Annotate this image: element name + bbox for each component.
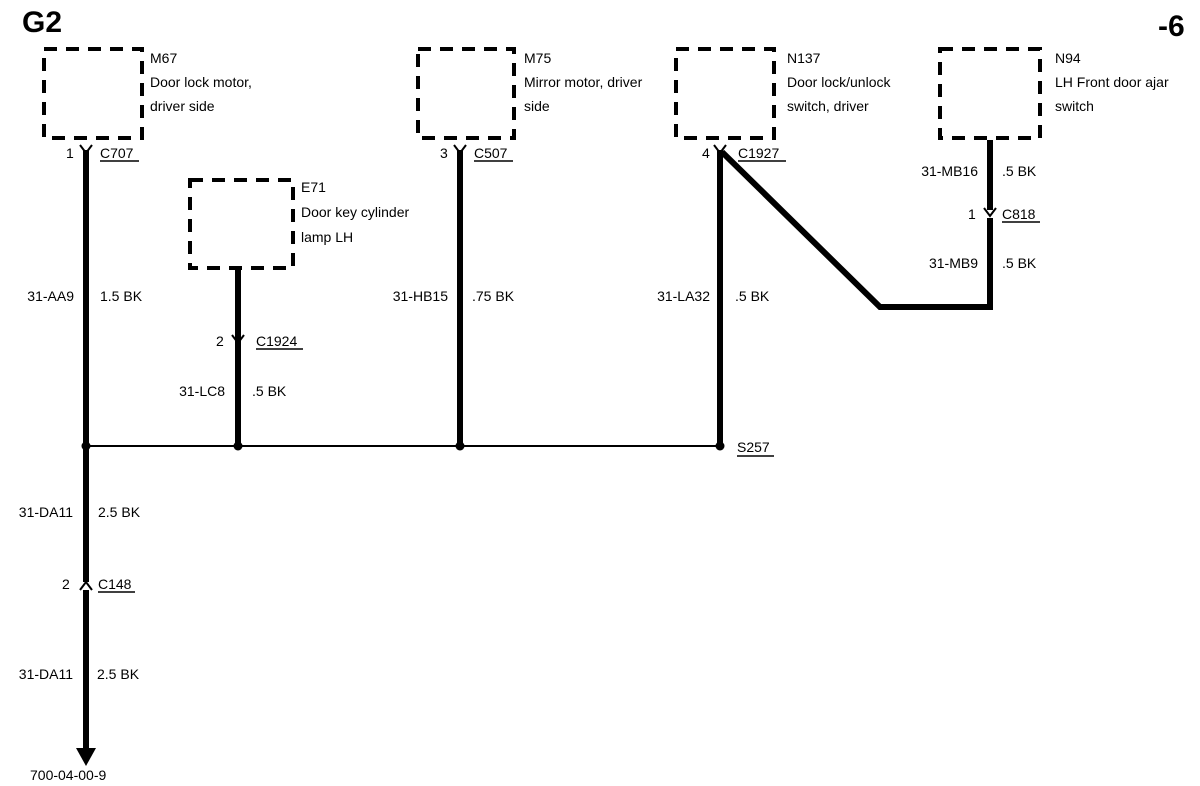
ground-arrow-icon <box>76 748 96 766</box>
m75-component-box <box>416 47 516 140</box>
n137-component-box <box>674 47 776 140</box>
c507-pin: 3 <box>440 145 448 161</box>
wire-la32-size: .5 BK <box>735 288 770 304</box>
wire-aa9-size: 1.5 BK <box>100 288 143 304</box>
e71-component-box <box>188 178 295 270</box>
wire-da11-upper-size: 2.5 BK <box>98 504 141 520</box>
wire-aa9-circuit: 31-AA9 <box>27 288 74 304</box>
wire-la32-circuit: 31-LA32 <box>657 288 710 304</box>
c1924-name: C1924 <box>256 333 297 349</box>
n94-id: N94 <box>1055 50 1081 66</box>
m67-component-box <box>42 47 144 140</box>
m67-desc-line1: Door lock motor, <box>150 74 252 90</box>
ground-id: G2 <box>22 6 62 39</box>
c148-pin: 2 <box>62 576 70 592</box>
n94-desc-line2: switch <box>1055 98 1094 114</box>
e71-desc-line2: lamp LH <box>301 229 353 245</box>
n94-desc-line1: LH Front door ajar <box>1055 74 1169 90</box>
figure-reference: 700-04-00-9 <box>30 767 106 783</box>
wire-31-mb9 <box>719 149 993 310</box>
m67-desc-line2: driver side <box>150 98 215 114</box>
m75-id: M75 <box>524 50 551 66</box>
n137-desc-line1: Door lock/unlock <box>787 74 891 90</box>
m75-desc-line1: Mirror motor, driver <box>524 74 643 90</box>
c1927-name: C1927 <box>738 145 779 161</box>
c148-name: C148 <box>98 576 132 592</box>
e71-id: E71 <box>301 179 326 195</box>
wire-lc8-size: .5 BK <box>252 383 287 399</box>
c1927-pin: 4 <box>702 145 710 161</box>
splice-dot-lc8 <box>233 441 243 451</box>
wire-mb9-circuit: 31-MB9 <box>929 255 978 271</box>
wire-mb16-circuit: 31-MB16 <box>921 163 978 179</box>
c818-pin: 1 <box>968 206 976 222</box>
splice-dot-aa9 <box>81 441 91 451</box>
wire-lc8-circuit: 31-LC8 <box>179 383 225 399</box>
c1927-connector-icon <box>713 144 727 155</box>
m67-id: M67 <box>150 50 177 66</box>
e71-desc-line1: Door key cylinder <box>301 204 409 220</box>
wire-da11-upper-circuit: 31-DA11 <box>19 504 73 520</box>
c707-name: C707 <box>100 145 134 161</box>
wire-da11-lower-size: 2.5 BK <box>97 666 140 682</box>
wire-hb15-circuit: 31-HB15 <box>393 288 448 304</box>
c818-name: C818 <box>1002 206 1036 222</box>
c507-name: C507 <box>474 145 508 161</box>
c507-connector-icon <box>453 144 467 155</box>
n137-id: N137 <box>787 50 821 66</box>
n94-component-box <box>938 47 1042 140</box>
wire-da11-lower-circuit: 31-DA11 <box>19 666 73 682</box>
wire-hb15-size: .75 BK <box>472 288 515 304</box>
wire-mb9-size: .5 BK <box>1002 255 1037 271</box>
wire-mb16-size: .5 BK <box>1002 163 1037 179</box>
c818-connector-icon <box>983 207 997 218</box>
c148-connector-icon <box>79 580 93 591</box>
splice-dot-s257 <box>715 441 725 451</box>
page-suffix: -6 <box>1158 10 1185 43</box>
c1924-connector-icon <box>231 334 245 345</box>
splice-dot-hb15 <box>455 441 465 451</box>
c707-connector-icon <box>79 144 93 155</box>
splice-s257-name: S257 <box>737 439 770 455</box>
n137-desc-line2: switch, driver <box>787 98 869 114</box>
c707-pin: 1 <box>66 145 74 161</box>
m75-desc-line2: side <box>524 98 550 114</box>
c1924-pin: 2 <box>216 333 224 349</box>
